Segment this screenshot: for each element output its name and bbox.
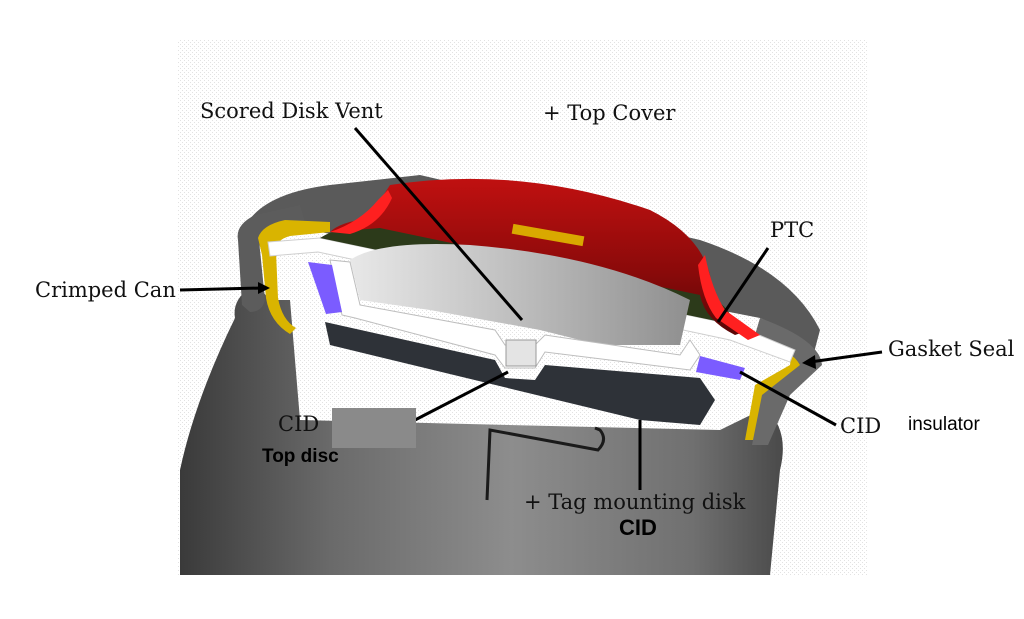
leader-cid-right [739,370,837,427]
label-cid-right: CID [840,414,882,438]
top-cover-yellow-mark [511,223,585,247]
vent-button [505,339,537,367]
label-top-disc: Top disc [262,446,339,467]
insulator-right [696,356,745,380]
can-body [180,288,783,575]
label-cid-bottom: CID [619,515,657,540]
label-top-cover: + Top Cover [543,101,676,125]
insulator-left [308,262,342,314]
label-tag-mounting-disk: + Tag mounting disk [524,490,746,514]
arrowhead-crimped-can [258,282,270,294]
crimped-can-rim-left [237,205,305,312]
label-cid-left: CID [278,412,320,436]
leader-cid-left [414,370,509,422]
label-ptc: PTC [770,218,815,242]
label-gasket-seal: Gasket Seal [888,337,1015,361]
leader-gasket-seal [809,350,883,364]
gasket-seal-right [738,330,806,440]
label-scored-disk-vent: Scored Disk Vent [200,99,383,123]
label-insulator: insulator [908,414,980,435]
cid-plate [325,322,715,425]
arrowhead-gasket-seal [802,355,816,369]
leader-scored-disk-vent [353,127,524,321]
leader-ptc [716,247,770,323]
leader-crimped-can [179,286,263,292]
redaction-box [332,408,416,448]
crimped-can-rim-right [752,318,822,445]
tag-lead [485,426,605,501]
label-crimped-can: Crimped Can [35,278,176,302]
scored-disk-cup [350,244,690,345]
